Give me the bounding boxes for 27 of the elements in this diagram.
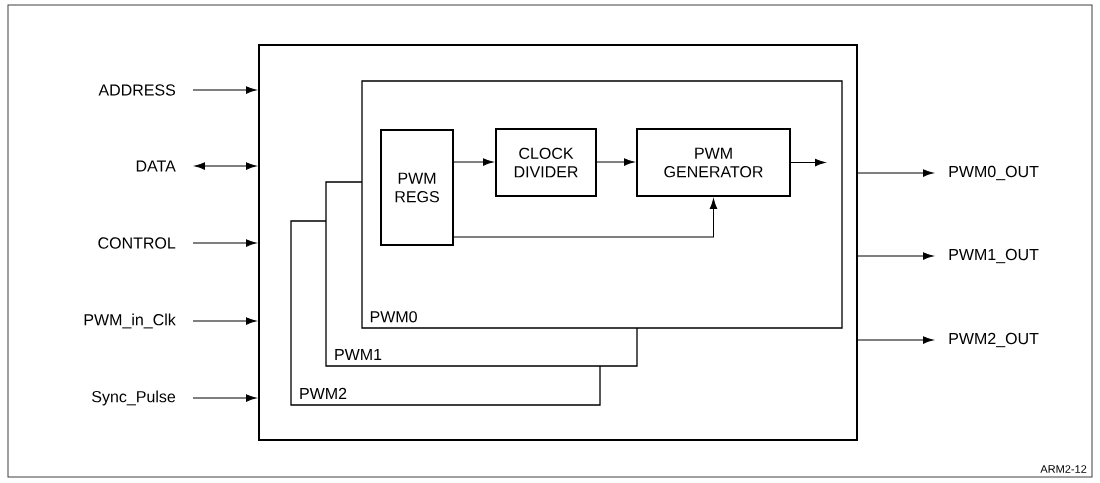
function-box: CLOCK DIVIDER bbox=[495, 128, 597, 197]
arrow bbox=[192, 394, 257, 402]
arrow bbox=[192, 239, 257, 247]
function-box: PWM GENERATOR bbox=[636, 128, 791, 197]
arrow bbox=[192, 317, 257, 325]
arrow bbox=[453, 198, 718, 238]
channel-panel: PWM2 bbox=[290, 365, 601, 406]
signal-label: DATA bbox=[136, 160, 176, 172]
module-block bbox=[258, 44, 858, 441]
signal-label: PWM2_OUT bbox=[949, 332, 1039, 348]
arrow bbox=[857, 252, 934, 260]
signal-label: ADDRESS bbox=[98, 84, 176, 96]
channel-panel: PWM1 bbox=[325, 327, 638, 367]
function-box: PWM REGS bbox=[380, 129, 454, 246]
arrow bbox=[596, 158, 635, 166]
arrow bbox=[192, 86, 257, 94]
arrow bbox=[790, 158, 826, 167]
signal-label: PWM0_OUT bbox=[949, 165, 1039, 181]
arrow bbox=[857, 169, 934, 177]
signal-label: CONTROL bbox=[98, 237, 176, 249]
arrow bbox=[453, 158, 494, 166]
arrow bbox=[194, 162, 257, 170]
signal-label: PWM_in_Clk bbox=[84, 313, 176, 329]
figure-number: ARM2-12 bbox=[1040, 465, 1087, 473]
signal-label: PWM1_OUT bbox=[949, 248, 1039, 264]
signal-label: Sync_Pulse bbox=[92, 390, 176, 406]
arrow bbox=[857, 336, 934, 344]
